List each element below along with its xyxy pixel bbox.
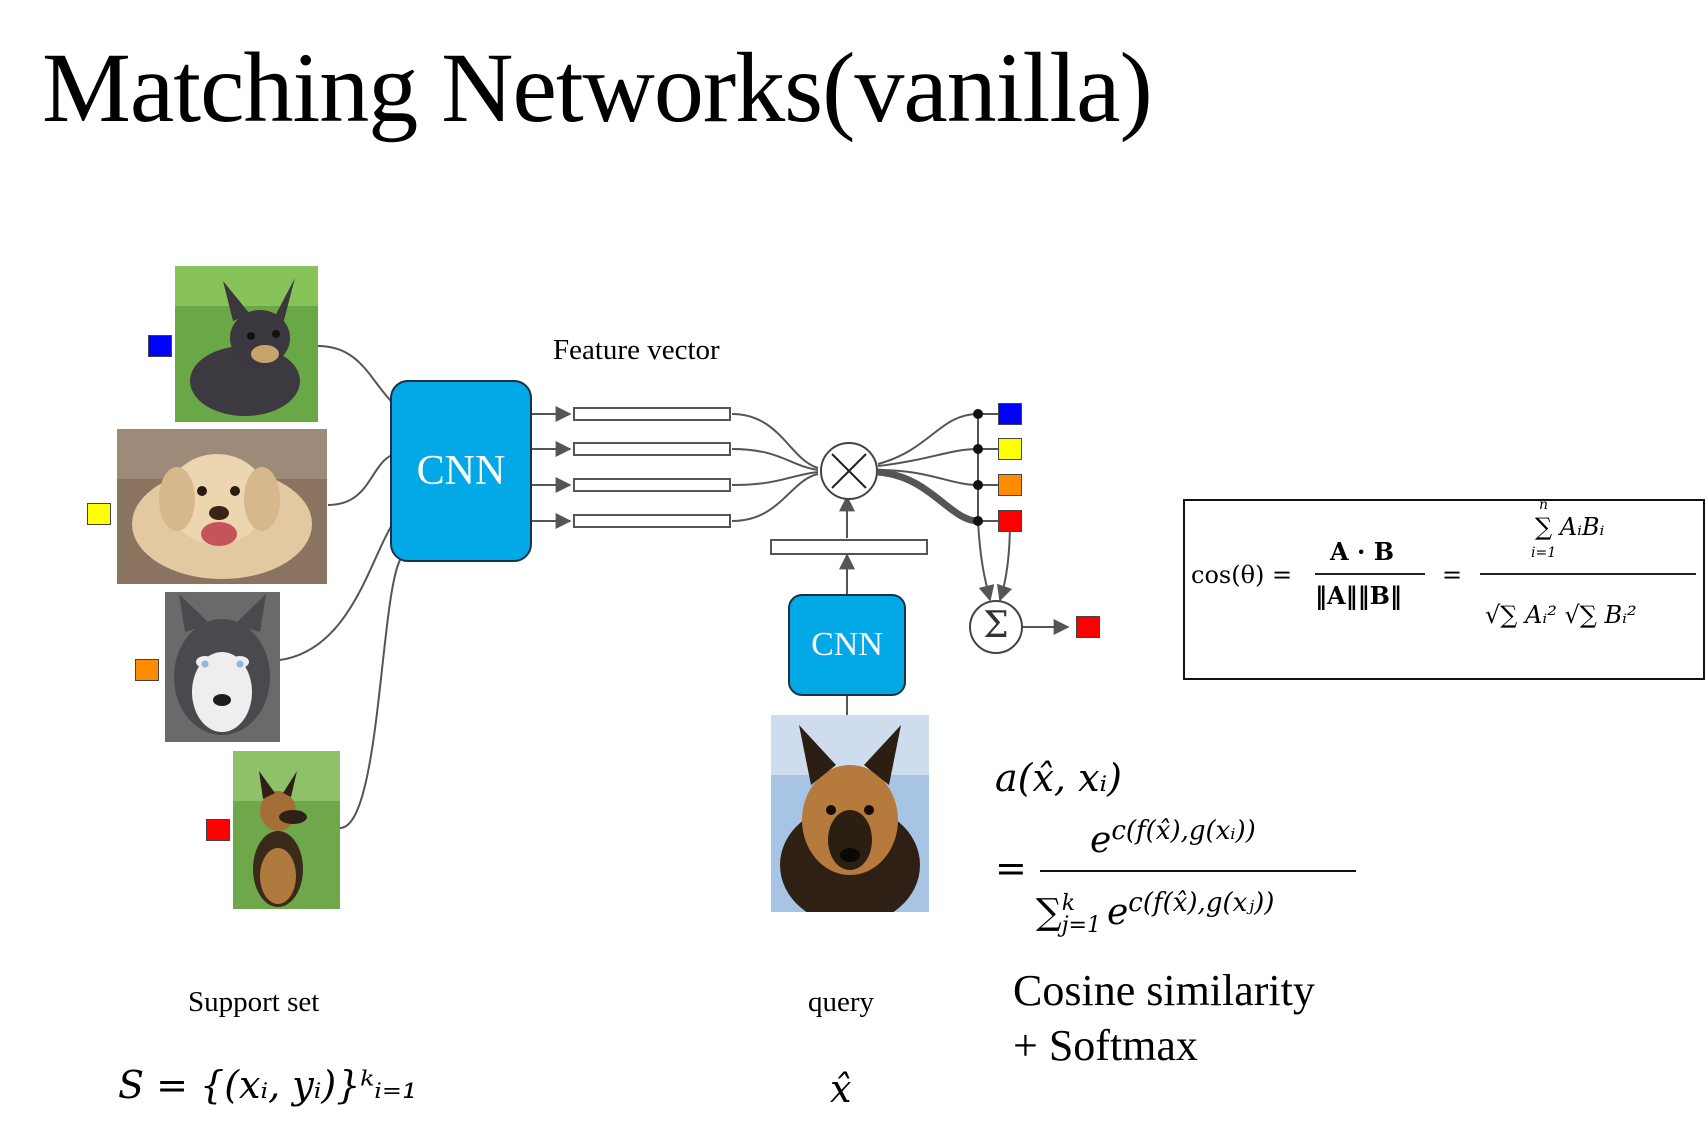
support-cnn-block: CNN [390, 380, 532, 562]
feature-vector-2 [573, 442, 731, 456]
cosine-frac1-bar [1315, 573, 1425, 575]
denominator-upper-limit: k [1061, 891, 1076, 916]
output-square-orange [998, 474, 1022, 496]
query-image [771, 715, 929, 912]
feature-vector-1 [573, 407, 731, 421]
sum-node [969, 600, 1023, 654]
cosine-formula-box: cos(θ) = A · B ‖A‖‖B‖ = ∑ AᵢBᵢ √∑ Aᵢ² √∑… [1183, 497, 1705, 680]
multiply-node [820, 442, 878, 500]
query-formula: x̂ [830, 1067, 852, 1111]
cosine-equals: = [1442, 561, 1463, 589]
cosine-frac2-bar [1480, 573, 1696, 575]
cosine-sum-upper-limit: n [1539, 497, 1549, 513]
output-square-yellow [998, 438, 1022, 460]
attention-formula-equals: = [995, 846, 1027, 890]
sum-symbol: Σ [983, 605, 1009, 646]
label-square-yellow [87, 503, 111, 525]
numerator-base: e [1090, 820, 1112, 861]
cosine-frac2-numerator: ∑ AᵢBᵢ [1535, 513, 1605, 541]
cosine-lhs: cos(θ) = [1191, 561, 1293, 589]
support-set-formula: S = {(xᵢ, yᵢ)}ᵏᵢ₌₁ [118, 1062, 417, 1108]
feature-vector-3 [573, 478, 731, 492]
summary-line-2: + Softmax [1013, 1021, 1198, 1070]
support-image-husky [165, 592, 280, 742]
summary-line-1: Cosine similarity [1013, 966, 1315, 1015]
query-feature-vector [770, 539, 928, 555]
support-image-chihuahua [175, 266, 318, 422]
cosine-frac2-denominator: √∑ Aᵢ² √∑ Bᵢ² [1485, 601, 1637, 629]
attention-fraction-bar [1040, 870, 1356, 872]
attention-formula-numerator: ec(f(x̂),g(xᵢ)) [1090, 808, 1256, 864]
attention-formula-lhs: a(x̂, xᵢ) [995, 756, 1122, 800]
support-set-caption: Support set [188, 986, 320, 1018]
numerator-exponent: c(f(x̂),g(xᵢ)) [1111, 816, 1256, 846]
support-image-labrador [117, 429, 327, 584]
query-caption: query [808, 986, 875, 1018]
output-square-red [998, 510, 1022, 532]
denominator-exponent: c(f(x̂),g(xⱼ)) [1128, 888, 1275, 918]
feature-vector-label: Feature vector [553, 334, 720, 366]
label-square-orange [135, 659, 159, 681]
prediction-square-red [1076, 616, 1100, 638]
cosine-sum-lower-limit: i=1 [1531, 545, 1557, 561]
label-square-red [206, 819, 230, 841]
denominator-lower-limit: j=1 [1061, 913, 1101, 938]
slide-title: Matching Networks(vanilla) [42, 32, 1153, 143]
denominator-sum: ∑ [1036, 892, 1062, 933]
label-square-blue [148, 335, 172, 357]
query-cnn-block: CNN [788, 594, 906, 696]
support-set-formula-text: S = {(xᵢ, yᵢ)}ᵏᵢ₌₁ [118, 1063, 418, 1107]
denominator-base: e [1106, 892, 1129, 933]
feature-vector-4 [573, 514, 731, 528]
cosine-frac1-denominator: ‖A‖‖B‖ [1315, 581, 1402, 610]
support-image-german-shepherd [233, 751, 340, 909]
cosine-frac1-numerator: A · B [1330, 537, 1394, 566]
output-square-blue [998, 403, 1022, 425]
